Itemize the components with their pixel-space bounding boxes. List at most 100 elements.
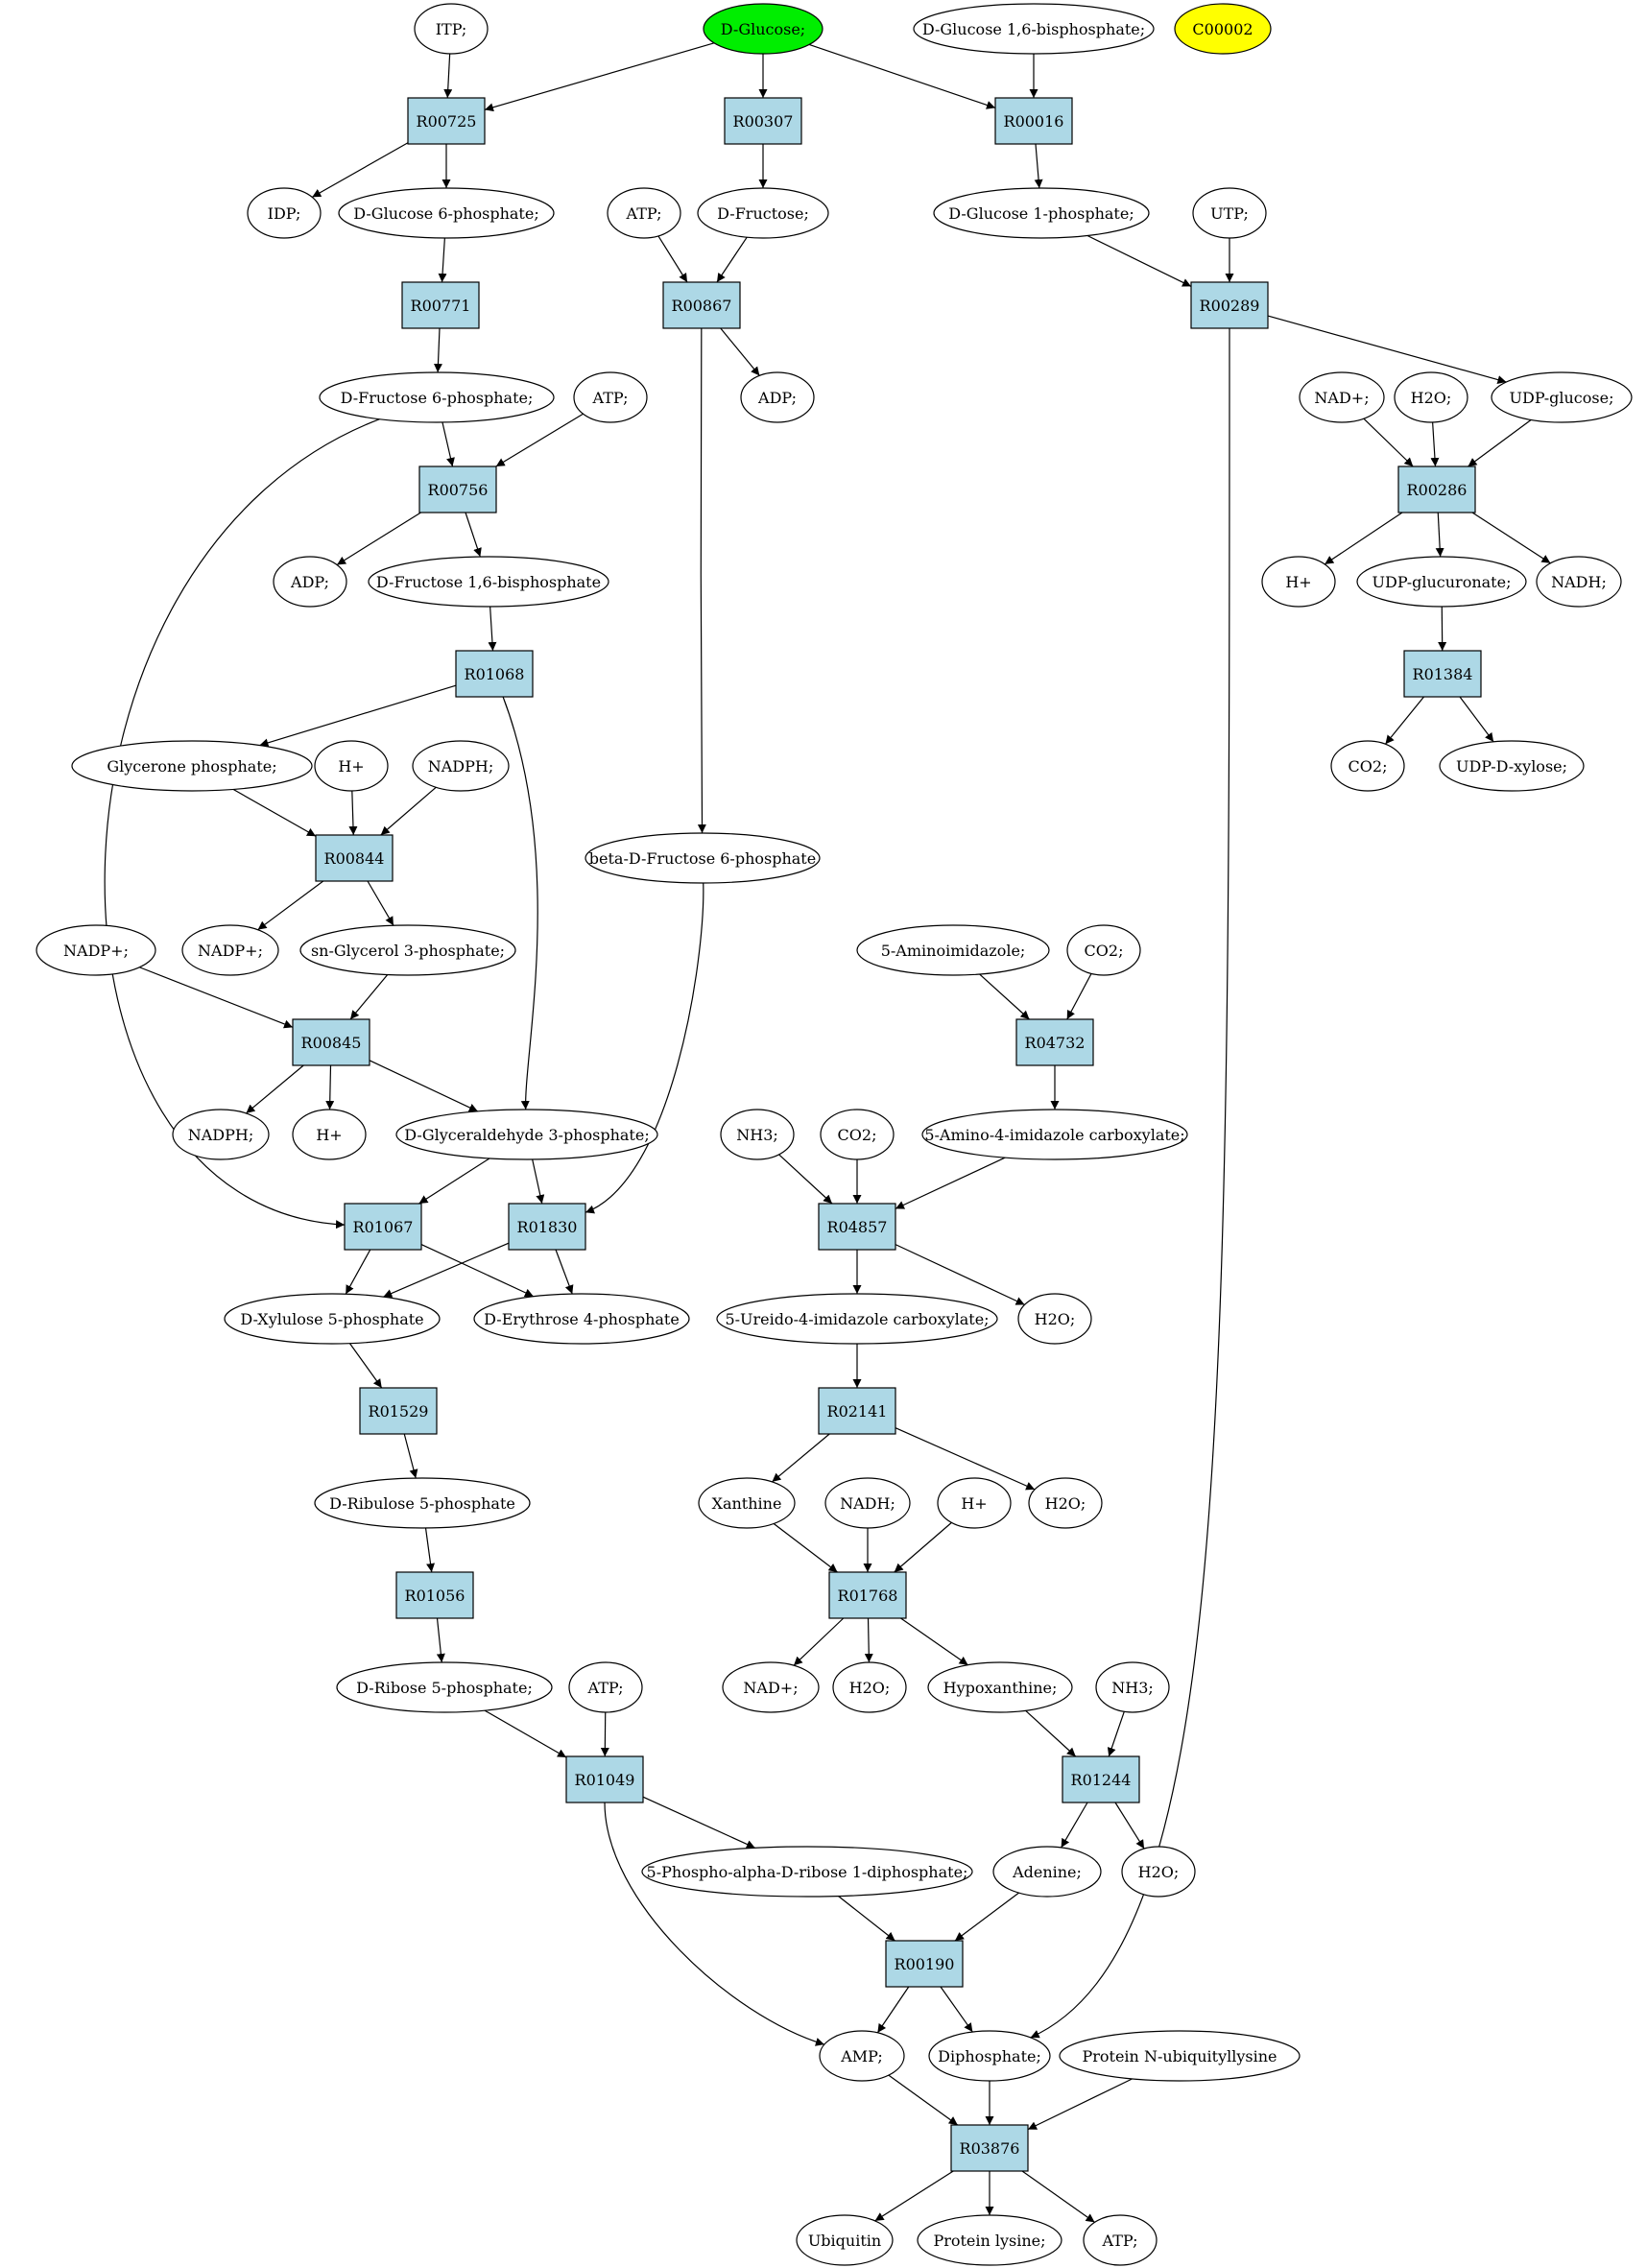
compound-nadpplus1[interactable]: NADP+; xyxy=(36,924,156,976)
reaction-r01067[interactable]: R01067 xyxy=(344,1203,422,1251)
compound-atp2[interactable]: ATP; xyxy=(573,371,648,423)
compound-amp[interactable]: AMP; xyxy=(819,2030,905,2082)
compound-hypox[interactable]: Hypoxanthine; xyxy=(927,1661,1073,1713)
compound-nadph1[interactable]: NADPH; xyxy=(412,740,510,792)
compound-xanthine[interactable]: Xanthine xyxy=(698,1477,796,1529)
reaction-r01068[interactable]: R01068 xyxy=(455,650,534,698)
reaction-label: R01244 xyxy=(1071,1771,1132,1789)
compound-dfructose[interactable]: D-Fructose; xyxy=(697,187,829,239)
compound-nadplus2[interactable]: NAD+; xyxy=(722,1661,820,1713)
compound-ellipse xyxy=(336,1661,553,1713)
reaction-r00756[interactable]: R00756 xyxy=(418,466,497,513)
compound-prpp[interactable]: 5-Phospho-alpha-D-ribose 1-diphosphate; xyxy=(641,1846,973,1898)
reaction-r00190[interactable]: R00190 xyxy=(885,1940,964,1988)
compound-e4p[interactable]: D-Erythrose 4-phosphate xyxy=(473,1293,690,1345)
compound-ellipse xyxy=(937,1477,1012,1529)
compound-ru5p[interactable]: D-Ribulose 5-phosphate xyxy=(314,1477,531,1529)
compound-g6p[interactable]: D-Glucose 6-phosphate; xyxy=(338,187,555,239)
reaction-r00289[interactable]: R00289 xyxy=(1190,281,1269,329)
compound-atp4[interactable]: ATP; xyxy=(1083,2214,1158,2266)
compound-itp[interactable]: ITP; xyxy=(414,3,489,55)
reaction-r03876[interactable]: R03876 xyxy=(950,2124,1029,2172)
compound-atp1[interactable]: ATP; xyxy=(607,187,681,239)
edge-r00756-to-f16bp xyxy=(465,512,482,558)
compound-hplus4[interactable]: H+ xyxy=(937,1477,1012,1529)
compound-co2a[interactable]: CO2; xyxy=(1330,740,1405,792)
reaction-r00845[interactable]: R00845 xyxy=(292,1018,370,1066)
compound-utp[interactable]: UTP; xyxy=(1192,187,1267,239)
compound-g3p[interactable]: sn-Glycerol 3-phosphate; xyxy=(299,924,516,976)
compound-dglucose[interactable]: D-Glucose; xyxy=(703,3,824,55)
compound-h2o3[interactable]: H2O; xyxy=(1028,1477,1103,1529)
reaction-box xyxy=(994,97,1073,145)
reaction-r00016[interactable]: R00016 xyxy=(994,97,1073,145)
reaction-r00771[interactable]: R00771 xyxy=(401,281,480,329)
reaction-r01049[interactable]: R01049 xyxy=(565,1755,644,1803)
reaction-label: R00725 xyxy=(417,112,477,131)
compound-g1p[interactable]: D-Glucose 1-phosphate; xyxy=(933,187,1150,239)
compound-h2o5[interactable]: H2O; xyxy=(1121,1846,1196,1898)
compound-glc16bp[interactable]: D-Glucose 1,6-bisphosphate; xyxy=(913,3,1155,55)
compound-aic[interactable]: 5-Amino-4-imidazole carboxylate; xyxy=(921,1109,1188,1160)
compound-udpglcua[interactable]: UDP-glucuronate; xyxy=(1356,556,1527,608)
reaction-box xyxy=(455,650,534,698)
edge-bf6p-to-r01830 xyxy=(585,882,704,1214)
compound-hplus2[interactable]: H+ xyxy=(314,740,389,792)
reaction-r04732[interactable]: R04732 xyxy=(1015,1018,1094,1066)
compound-f6p[interactable]: D-Fructose 6-phosphate; xyxy=(319,371,555,423)
compound-hplus1[interactable]: H+ xyxy=(1261,556,1336,608)
reaction-r00307[interactable]: R00307 xyxy=(724,97,802,145)
reaction-r01830[interactable]: R01830 xyxy=(508,1203,586,1251)
compound-nadh2[interactable]: NADH; xyxy=(824,1477,911,1529)
reaction-r01768[interactable]: R01768 xyxy=(828,1571,907,1619)
compound-nh3b[interactable]: NH3; xyxy=(1095,1661,1170,1713)
compound-atp3[interactable]: ATP; xyxy=(568,1661,643,1713)
compound-adenine[interactable]: Adenine; xyxy=(992,1846,1102,1898)
compound-ellipse xyxy=(395,1109,658,1160)
compound-adp1[interactable]: ADP; xyxy=(740,371,815,423)
compound-adp2[interactable]: ADP; xyxy=(273,556,347,608)
compound-udpxyl[interactable]: UDP-D-xylose; xyxy=(1439,740,1585,792)
compound-c00002[interactable]: C00002 xyxy=(1174,3,1272,55)
reaction-r01529[interactable]: R01529 xyxy=(359,1387,438,1435)
compound-hplus3[interactable]: H+ xyxy=(292,1109,367,1160)
compound-aminoimid[interactable]: 5-Aminoimidazole; xyxy=(856,924,1050,976)
compound-co2c[interactable]: CO2; xyxy=(820,1109,895,1160)
reaction-r00286[interactable]: R00286 xyxy=(1397,466,1476,513)
compound-protlys[interactable]: Protein lysine; xyxy=(917,2214,1062,2266)
compound-protubl[interactable]: Protein N-ubiquityllysine xyxy=(1059,2030,1301,2082)
reaction-box xyxy=(292,1018,370,1066)
compound-h2o4[interactable]: H2O; xyxy=(832,1661,907,1713)
compound-nadph2[interactable]: NADPH; xyxy=(172,1109,270,1160)
compound-xu5p[interactable]: D-Xylulose 5-phosphate xyxy=(224,1293,441,1345)
compound-nadp1[interactable]: NAD+; xyxy=(1299,371,1385,423)
reaction-r00867[interactable]: R00867 xyxy=(662,281,741,329)
compound-dhap[interactable]: Glycerone phosphate; xyxy=(71,740,313,792)
compound-ubiquitin[interactable]: Ubiquitin xyxy=(796,2214,894,2266)
compound-nadpplus2[interactable]: NADP+; xyxy=(181,924,279,976)
reaction-r00725[interactable]: R00725 xyxy=(407,97,486,145)
reaction-r02141[interactable]: R02141 xyxy=(818,1387,896,1435)
compound-bf6p[interactable]: beta-D-Fructose 6-phosphate xyxy=(585,832,821,884)
edge-g1p-to-r00289 xyxy=(1086,234,1192,287)
compound-label: sn-Glycerol 3-phosphate; xyxy=(311,942,505,960)
reaction-r00844[interactable]: R00844 xyxy=(315,834,394,882)
compound-udpglc[interactable]: UDP-glucose; xyxy=(1491,371,1633,423)
compound-r5p[interactable]: D-Ribose 5-phosphate; xyxy=(336,1661,553,1713)
compound-gap[interactable]: D-Glyceraldehyde 3-phosphate; xyxy=(395,1109,658,1160)
compound-co2b[interactable]: CO2; xyxy=(1066,924,1141,976)
compound-f16bp[interactable]: D-Fructose 1,6-bisphosphate xyxy=(368,556,609,608)
reaction-r01384[interactable]: R01384 xyxy=(1403,650,1482,698)
compound-nh3a[interactable]: NH3; xyxy=(720,1109,795,1160)
reaction-box xyxy=(828,1571,907,1619)
reaction-r01056[interactable]: R01056 xyxy=(395,1571,474,1619)
reaction-r04857[interactable]: R04857 xyxy=(818,1203,896,1251)
compound-idp[interactable]: IDP; xyxy=(247,187,322,239)
compound-h2o2[interactable]: H2O; xyxy=(1017,1293,1092,1345)
compound-nadh1[interactable]: NADH; xyxy=(1536,556,1622,608)
compound-h2o1[interactable]: H2O; xyxy=(1394,371,1468,423)
reaction-r01244[interactable]: R01244 xyxy=(1062,1755,1140,1803)
compound-diphos[interactable]: Diphosphate; xyxy=(928,2030,1051,2082)
compound-uic[interactable]: 5-Ureido-4-imidazole carboxylate; xyxy=(716,1293,998,1345)
edge-h2o1-to-r00286 xyxy=(1430,421,1440,467)
